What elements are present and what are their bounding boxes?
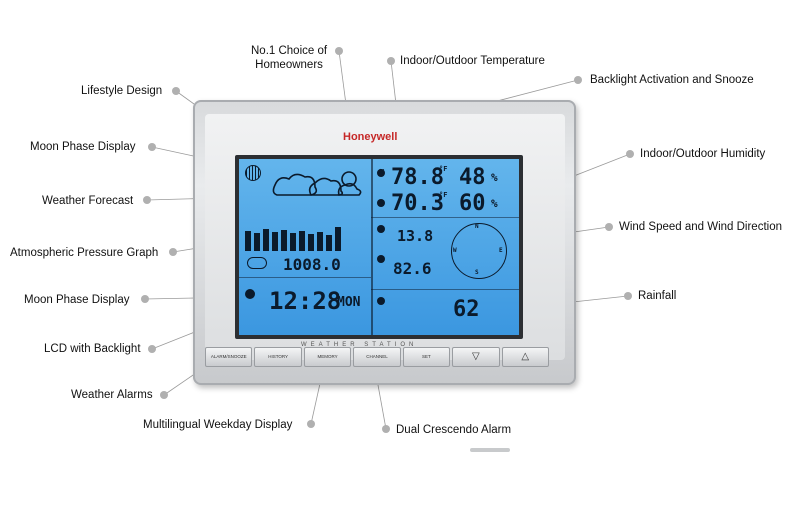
indoor-temperature: 78.8 <box>391 165 444 190</box>
indoor-humidity-unit: % <box>491 171 498 184</box>
weather-forecast-icon <box>272 171 362 196</box>
dot-rainfall <box>624 292 632 300</box>
lcd-divider-h1 <box>371 217 519 218</box>
up-button[interactable]: △ <box>501 347 549 367</box>
weekday-display: MON <box>337 295 361 310</box>
callout-atmospheric-pressure: Atmospheric Pressure Graph <box>10 247 159 259</box>
callout-lcd-backlight: LCD with Backlight <box>44 343 141 355</box>
device-stand-shadow <box>470 448 510 452</box>
weather-station-device: Honeywell ≋ <box>193 100 576 385</box>
indoor-temp-unit: °F <box>439 165 448 173</box>
lcd-divider-h2 <box>371 289 519 290</box>
callout-weather-alarms: Weather Alarms <box>71 389 153 401</box>
history-button[interactable]: HISTORY <box>254 347 302 367</box>
lcd-marker-3 <box>377 225 385 233</box>
callout-moon-phase-bottom: Moon Phase Display <box>24 294 130 306</box>
dot-moon-bottom <box>141 295 149 303</box>
callout-indoor-outdoor-temperature: Indoor/Outdoor Temperature <box>400 55 545 67</box>
callout-multilingual-weekday: Multilingual Weekday Display <box>143 419 293 431</box>
alarm-bell-icon <box>245 289 255 299</box>
callout-indoor-outdoor-humidity: Indoor/Outdoor Humidity <box>640 148 766 160</box>
callout-no1-choice: No.1 Choice of Homeowners <box>251 45 328 71</box>
lcd-marker-5 <box>377 297 385 305</box>
lcd-marker-2 <box>377 199 385 207</box>
outdoor-temp-unit: °F <box>439 191 448 199</box>
lcd-marker-4 <box>377 255 385 263</box>
lcd-divider-h3 <box>239 277 371 278</box>
callout-backlight-activation: Backlight Activation and Snooze <box>590 74 754 86</box>
lcd-divider-vertical <box>371 159 373 335</box>
dot-pressure <box>169 248 177 256</box>
callout-dual-crescendo-alarm: Dual Crescendo Alarm <box>396 424 512 436</box>
dot-forecast <box>143 196 151 204</box>
dot-temp <box>387 57 395 65</box>
lcd-screen: ≋ 1008.0 12:28 MON 78.8 °F <box>235 155 523 339</box>
wind-speed: 13.8 <box>397 227 434 245</box>
lcd-marker-1 <box>377 169 385 177</box>
compass-s: S <box>475 269 479 276</box>
callout-wind-speed-direction: Wind Speed and Wind Direction <box>619 221 782 233</box>
down-button[interactable]: ▽ <box>452 347 500 367</box>
callout-rainfall: Rainfall <box>638 290 677 302</box>
set-button[interactable]: SET <box>402 347 451 367</box>
weather-station-label: WEATHER STATION <box>301 342 418 348</box>
dot-humidity <box>626 150 634 158</box>
leader-crescendo <box>377 384 387 430</box>
dot-alarms <box>160 391 168 399</box>
dot-backlight <box>574 76 582 84</box>
device-button-row: ALARM/SNOOZE HISTORY MEMORY CHANNEL SET … <box>205 347 549 369</box>
wind-compass <box>451 223 507 279</box>
callout-moon-phase-top: Moon Phase Display <box>30 141 136 153</box>
rainfall-value: 62 <box>453 297 480 322</box>
compass-e: E <box>499 247 503 254</box>
dot-wind <box>605 223 613 231</box>
memory-button[interactable]: MEMORY <box>303 347 352 367</box>
pressure-graph <box>245 227 341 251</box>
indoor-humidity: 48 <box>459 165 486 190</box>
outdoor-humidity: 60 <box>459 191 486 216</box>
dot-moon-top <box>148 143 156 151</box>
pressure-value: 1008.0 <box>283 255 341 274</box>
compass-w: W <box>453 247 457 254</box>
cloud-small-icon <box>247 257 267 269</box>
outdoor-humidity-unit: % <box>491 197 498 210</box>
wind-chill: 82.6 <box>393 259 432 278</box>
channel-button[interactable]: CHANNEL <box>353 347 401 367</box>
device-face: Honeywell ≋ <box>205 114 565 360</box>
outdoor-temperature: 70.3 <box>391 191 444 216</box>
compass-n: N <box>475 223 479 230</box>
callout-weather-forecast: Weather Forecast <box>42 195 134 207</box>
dot-lifestyle <box>172 87 180 95</box>
dot-weekday <box>307 420 315 428</box>
dot-no1 <box>335 47 343 55</box>
callout-lifestyle-design: Lifestyle Design <box>81 85 163 97</box>
time-display: 12:28 <box>269 287 342 315</box>
dot-crescendo <box>382 425 390 433</box>
brand-logo: Honeywell <box>343 131 398 143</box>
alarm-snooze-button[interactable]: ALARM/SNOOZE <box>205 347 253 367</box>
dot-lcd <box>148 345 156 353</box>
moon-phase-icon <box>245 165 261 181</box>
